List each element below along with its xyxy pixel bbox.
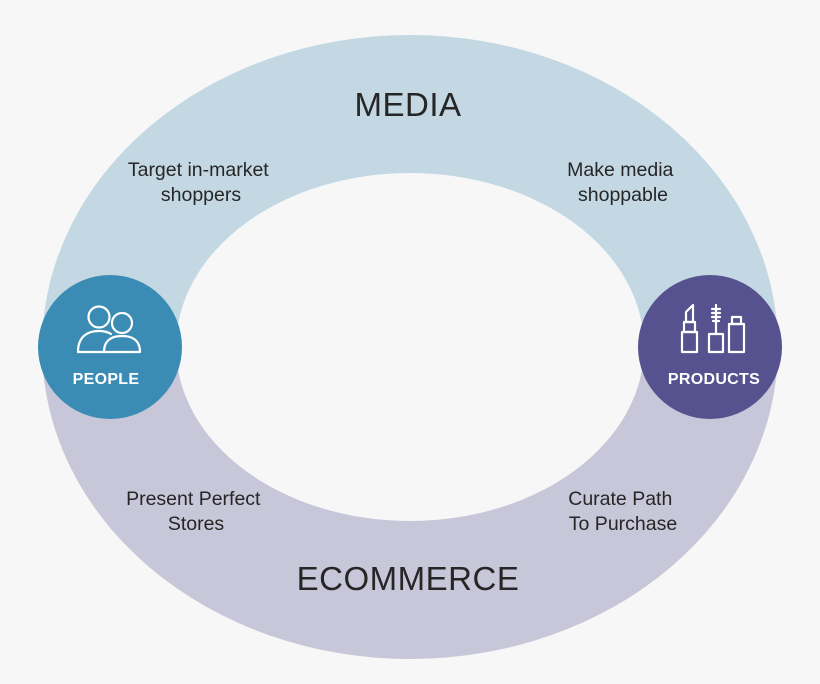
people-node: PEOPLE [38, 275, 182, 419]
stage-curate-path-to-purchase-line-2: To Purchase [569, 513, 677, 535]
ecommerce-title: ECOMMERCE [297, 560, 520, 597]
stage-curate-path-to-purchase: Curate Path To Purchase [568, 488, 677, 535]
stage-present-perfect-stores-line-2: Stores [168, 513, 225, 535]
products-node: PRODUCTS [638, 275, 782, 419]
people-icon [76, 305, 142, 354]
products-label: PRODUCTS [668, 371, 760, 388]
people-node-circle [38, 275, 182, 419]
ecommerce-ring-segment [42, 347, 778, 659]
stage-present-perfect-stores: Present Perfect Stores [126, 488, 266, 535]
stage-target-shoppers: Target in-market shoppers [128, 159, 274, 206]
people-label: PEOPLE [73, 371, 140, 388]
stage-target-shoppers-line-1: Target in-market [128, 159, 269, 181]
media-ring-segment [42, 35, 778, 347]
cosmetics-products-icon [680, 303, 746, 354]
stage-target-shoppers-line-2: shoppers [161, 184, 241, 206]
media-title: MEDIA [354, 86, 461, 123]
stage-make-media-shoppable-line-2: shoppable [578, 184, 668, 206]
stage-present-perfect-stores-line-1: Present Perfect [126, 488, 261, 510]
stage-make-media-shoppable-line-1: Make media [567, 159, 673, 181]
stage-curate-path-to-purchase-line-1: Curate Path [568, 488, 672, 510]
stage-make-media-shoppable: Make media shoppable [567, 159, 679, 206]
